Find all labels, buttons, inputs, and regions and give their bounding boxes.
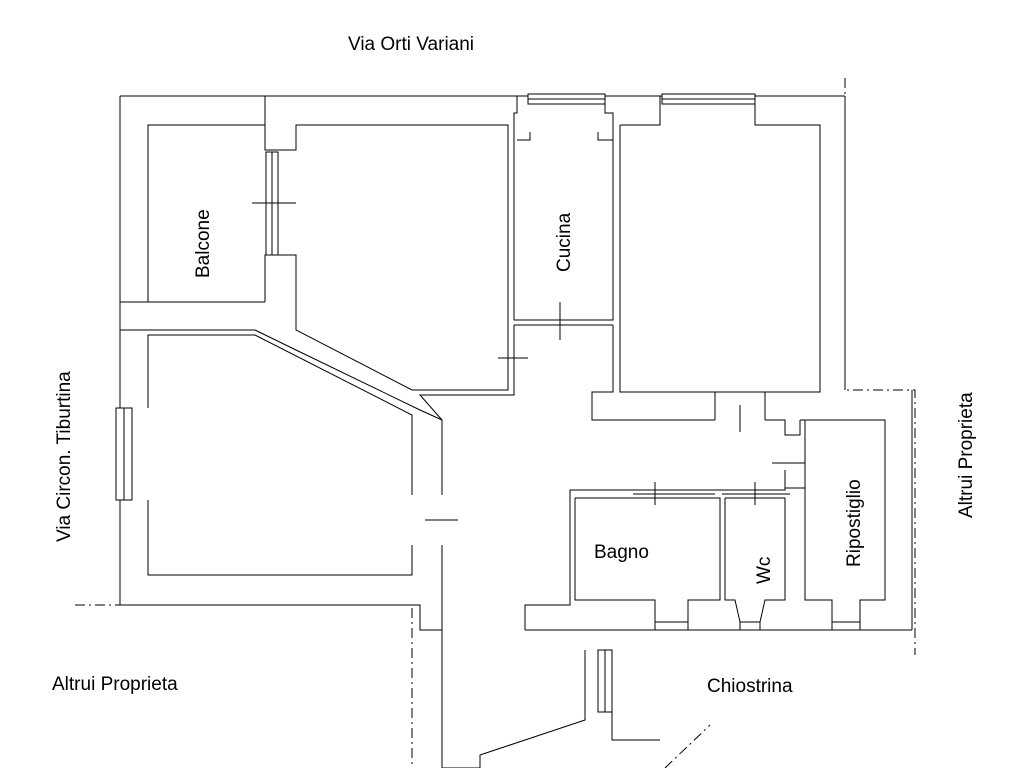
neighbor-bottom-left-label: Altrui Proprieta — [52, 674, 178, 695]
bagno-room — [574, 497, 721, 630]
ripostiglio-label: Ripostiglio — [844, 479, 865, 567]
windows — [115, 93, 861, 713]
window-bagno — [654, 621, 689, 631]
neighbor-right-label: Altrui Proprieta — [956, 392, 977, 518]
wc-label: Wc — [754, 557, 775, 584]
room-top-right — [619, 96, 821, 420]
courtyard-label: Chiostrina — [707, 676, 793, 697]
window-wc — [739, 621, 761, 631]
street-left-label: Via Circon. Tiburtina — [54, 371, 75, 542]
street-top-label: Via Orti Variani — [348, 34, 474, 55]
bagno-label: Bagno — [594, 542, 649, 563]
outer-walls — [119, 95, 913, 768]
ripostiglio-room — [785, 419, 886, 630]
window-ripostiglio — [831, 621, 861, 631]
hallway — [418, 325, 801, 630]
cucina-label: Cucina — [554, 212, 575, 272]
balcone-label: Balcone — [193, 209, 214, 278]
cucina-room — [513, 96, 614, 326]
door-marks — [252, 202, 805, 521]
large-room — [120, 329, 443, 630]
balcone-room — [120, 96, 509, 391]
property-boundaries — [75, 78, 916, 768]
